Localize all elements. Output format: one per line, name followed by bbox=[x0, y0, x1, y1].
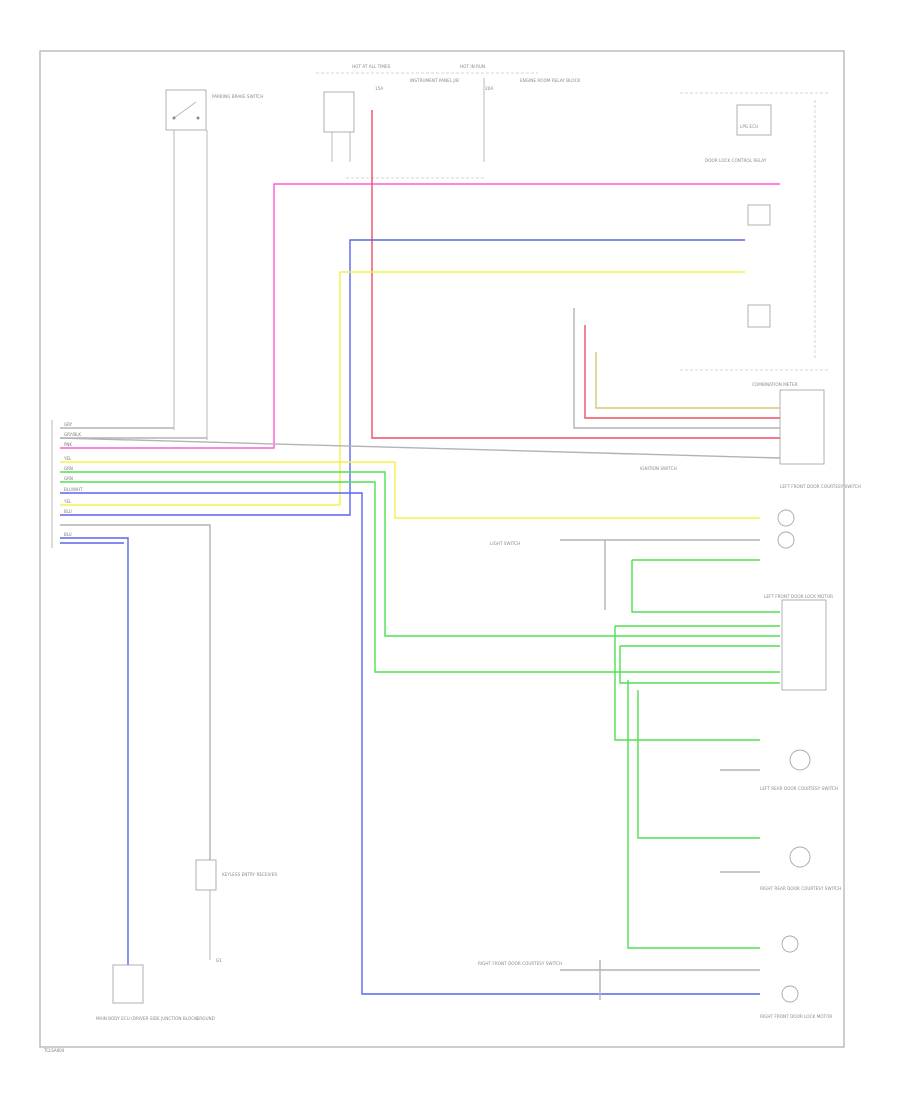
brake-switch-label: PARKING BRAKE SWITCH bbox=[212, 94, 263, 99]
power-source-block: HOT AT ALL TIMES HOT IN RUN 15A 20A INST… bbox=[316, 64, 581, 179]
wire-label: BLU bbox=[64, 509, 72, 514]
junction-block-label: INSTRUMENT PANEL J/B bbox=[410, 78, 459, 83]
pink-wire bbox=[60, 183, 780, 449]
left-door-lock-label: LEFT FRONT DOOR LOCK MOTOR bbox=[764, 594, 833, 599]
fuse-a-label: 15A bbox=[375, 86, 383, 91]
body-ecu-label: MAIN BODY ECU (DRIVER SIDE JUNCTION BLOC… bbox=[96, 1016, 199, 1021]
wire-label: GRN bbox=[64, 476, 73, 481]
green-wire-network bbox=[614, 559, 780, 949]
wire-label: YEL bbox=[63, 456, 72, 461]
fuse-b-label: 20A bbox=[485, 86, 493, 91]
keyless-label: KEYLESS ENTRY RECEIVER bbox=[222, 872, 277, 877]
blue-wire-upper bbox=[60, 239, 745, 516]
hot-in-run-label: HOT IN RUN bbox=[460, 64, 485, 69]
lower-left-components: MAIN BODY ECU (DRIVER SIDE JUNCTION BLOC… bbox=[96, 859, 277, 1021]
gray-wire-meter bbox=[59, 437, 781, 459]
door-components: LEFT FRONT DOOR COURTESY SWITCH LEFT FRO… bbox=[478, 484, 861, 1019]
right-door-lock-label: RIGHT FRONT DOOR LOCK MOTOR bbox=[760, 1014, 832, 1019]
wire-label: GRY bbox=[64, 422, 73, 427]
left-door-courtesy-label: LEFT FRONT DOOR COURTESY SWITCH bbox=[780, 484, 861, 489]
hot-at-all-times-label: HOT AT ALL TIMES bbox=[352, 64, 391, 69]
gray-wire-right bbox=[573, 308, 780, 429]
wire-label: PNK bbox=[64, 442, 72, 447]
right-component-column: LPG ECU DOOR LOCK CONTROL RELAY COMBINAT… bbox=[680, 92, 830, 465]
ignition-label: IGNITION SWITCH bbox=[640, 466, 677, 471]
yellow-wire-upper bbox=[60, 271, 745, 506]
left-connector-bundle bbox=[60, 427, 780, 995]
right-gray-runs bbox=[560, 539, 760, 1000]
ground-point-label: G1 bbox=[216, 958, 222, 963]
red-wire bbox=[371, 110, 780, 439]
wire-label: BLU/WHT bbox=[64, 487, 83, 492]
wire-label: BLU bbox=[64, 532, 72, 537]
combination-meter-label: COMBINATION METER bbox=[752, 382, 798, 387]
red-wire-right bbox=[584, 325, 780, 419]
ground-label: GROUND bbox=[196, 1016, 215, 1021]
wire-label: GRN bbox=[64, 466, 73, 471]
wire-label: YEL bbox=[63, 499, 72, 504]
mid-labels: LIGHT SWITCH IGNITION SWITCH bbox=[490, 466, 677, 546]
right-rear-door-label: RIGHT REAR DOOR COURTESY SWITCH bbox=[760, 886, 841, 891]
left-wire-labels: GRY GRY/BLK PNK YEL GRN GRN BLU/WHT YEL … bbox=[51, 420, 83, 548]
wire-label: GRY/BLK bbox=[64, 432, 81, 437]
tan-wire-right bbox=[595, 352, 780, 409]
right-door-courtesy-label: RIGHT FRONT DOOR COURTESY SWITCH bbox=[478, 961, 562, 966]
engine-room-block-label: ENGINE ROOM RELAY BLOCK bbox=[520, 78, 581, 83]
lock-control-label: DOOR LOCK CONTROL RELAY bbox=[705, 158, 767, 163]
light-switch-label: LIGHT SWITCH bbox=[490, 541, 520, 546]
footer-id: TCLSA004 bbox=[43, 1048, 65, 1053]
diagram-frame bbox=[39, 50, 845, 1048]
left-rear-door-label: LEFT REAR DOOR COURTESY SWITCH bbox=[760, 786, 838, 791]
lpg-ecu-label: LPG ECU bbox=[740, 124, 758, 129]
parking-brake-switch: PARKING BRAKE SWITCH bbox=[165, 89, 263, 440]
